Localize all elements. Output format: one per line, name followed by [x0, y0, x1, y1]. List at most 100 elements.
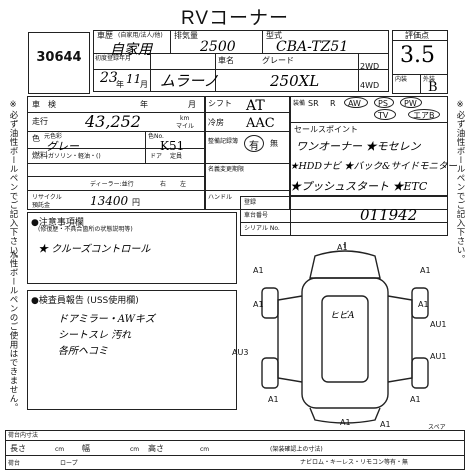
label-history: 車歴 [97, 31, 113, 40]
val-grade: 250XL [270, 72, 320, 90]
equip-tv: TV [378, 111, 389, 120]
label-records-none: 無 [270, 139, 278, 148]
label-equip: 装備 [293, 100, 306, 107]
sales-point-1: ワンオーナー ★モセレン [296, 140, 421, 153]
diagram-label-rear-left: A1 [268, 395, 279, 404]
label-recycle-sub: 預託金 [32, 202, 51, 209]
label-dealer: ディーラー:並行 [90, 181, 134, 188]
label-displacement: 排気量 [174, 31, 198, 40]
val-car-name: ムラーノ [160, 72, 219, 90]
diagram-spare-label: スペア [428, 424, 446, 431]
diagram-label-rear-2: A1 [380, 420, 391, 429]
label-handle-left: 左 [180, 181, 187, 188]
val-year: 23 [100, 70, 118, 86]
label-doors: ドア [150, 153, 163, 160]
label-color: 色 [32, 134, 40, 143]
label-height: 高さ [148, 444, 164, 453]
label-seats: 定員 [170, 153, 183, 160]
label-car-name: 車名 [218, 56, 234, 65]
val-records: 有 [249, 141, 259, 152]
label-shaken-nen: 年 [140, 100, 148, 109]
label-special: (架装確認上の寸法) [270, 446, 323, 453]
inspector-block [27, 290, 237, 410]
val-color-no: K51 [160, 139, 185, 153]
notes-bullet-icon: ● [31, 218, 39, 228]
label-records: 整備記録簿 [208, 138, 239, 145]
label-sales-point: セールスポイント [294, 125, 358, 134]
equip-sr: SR [308, 99, 319, 108]
equip-block [290, 96, 448, 196]
label-bed: 荷台 [8, 460, 21, 467]
diagram-label-rear-right: A1 [410, 395, 421, 404]
label-mile: マイル [176, 123, 195, 130]
inspector-bullet-icon: ● [31, 296, 39, 306]
val-mileage: 43,252 [85, 112, 141, 131]
label-inspection-exp: 名義変更期限 [208, 166, 245, 173]
label-month: 月 [140, 80, 148, 89]
equip-ps-circle [374, 97, 394, 108]
label-unit-2: cm [130, 446, 140, 453]
inspector-line-3: 各所ヘコミ [58, 346, 108, 357]
vertical-note-left2: 水性ボールペンのご使用はできません。 [8, 250, 18, 412]
val-model: CBA-TZ51 [276, 39, 349, 55]
diagram-label-right-mid: A1 [418, 300, 429, 309]
top-info-block [93, 30, 389, 92]
specs-block [27, 96, 205, 210]
label-unit-1: cm [55, 446, 65, 453]
inspector-title: ●検査員報告 (USS使用欄) [31, 293, 139, 306]
equip-tv-circle [374, 109, 396, 120]
diagram-label-front-right: A1 [420, 266, 431, 275]
notes-subtitle: (修復歴・不具合箇所の状態説明等) [38, 226, 133, 233]
label-loadtype: ロープ [60, 460, 78, 467]
equip-aw-circle [344, 97, 368, 108]
val-displacement: 2500 [200, 39, 236, 55]
diagram-label-left-mid: A1 [253, 300, 264, 309]
val-month: 11 [126, 72, 142, 86]
val-exterior: B [428, 80, 438, 95]
label-length: 長さ [10, 444, 26, 453]
label-grade: グレード [262, 56, 294, 65]
label-cargo: 荷台内寸法 [8, 432, 39, 439]
inspector-line-1: ドアミラー・AWキズ [58, 314, 155, 325]
lot-number: 30644 [36, 50, 82, 65]
equip-pw: PW [404, 99, 417, 108]
notes-block [27, 212, 237, 284]
label-km: km [180, 115, 190, 122]
inspector-line-2: シートスレ 汚れ [58, 330, 132, 341]
sales-point-3: ★プッシュスタート ★ETC [290, 180, 428, 193]
label-interior: 内装 [395, 76, 408, 83]
label-serial: シリアル No. [244, 225, 280, 232]
val-history: 自家用 [110, 42, 152, 58]
records-circle [244, 135, 264, 152]
diagram-label-right-door-2: AU1 [430, 352, 447, 361]
label-touroku: 登録 [244, 199, 257, 206]
label-navi: ナビロム・キーレス・リモコン等有・無 [300, 459, 409, 466]
val-shift: AT [246, 98, 265, 114]
vertical-note-left: ※必ず油性ボールペンでご記入下さい。 [8, 100, 18, 264]
notes-title: ●注意事項欄 [31, 215, 84, 228]
sales-point-2: ★HDDナビ ★バック&サイドモニター [290, 161, 458, 172]
page-title: RVコーナー [180, 8, 290, 29]
label-model: 型式 [266, 31, 282, 40]
label-4wd: 4WD [360, 81, 380, 90]
car-damage-diagram [261, 242, 429, 424]
inspector-title-text: 検査員報告 (USS使用欄) [38, 296, 139, 306]
equip-r: R [330, 99, 336, 108]
notes-title-text: 注意事項欄 [38, 218, 84, 228]
label-unit-3: cm [200, 446, 210, 453]
val-color: グレー [46, 140, 79, 153]
val-chassis: 011942 [360, 206, 418, 224]
vertical-note-right: ※必ず油性ボールペンでご記入下さい。 [455, 100, 465, 264]
label-original-color: 元色彩 [44, 133, 63, 140]
diagram-label-front-left: A1 [253, 266, 264, 275]
diagram-label-left-door: AU3 [232, 348, 249, 357]
notes-content: ★ クルーズコントロール [38, 244, 151, 255]
label-first-reg: 初度登録年月 [95, 55, 132, 62]
label-yen: 円 [132, 198, 140, 207]
diagram-roof-text: ヒビA [330, 311, 355, 321]
label-handle: ハンドル [208, 194, 233, 201]
label-shift: シフト [208, 99, 232, 108]
label-handle-right: 右 [160, 181, 167, 188]
label-score: 評価点 [405, 31, 429, 40]
label-exterior: 外装 [423, 76, 436, 83]
